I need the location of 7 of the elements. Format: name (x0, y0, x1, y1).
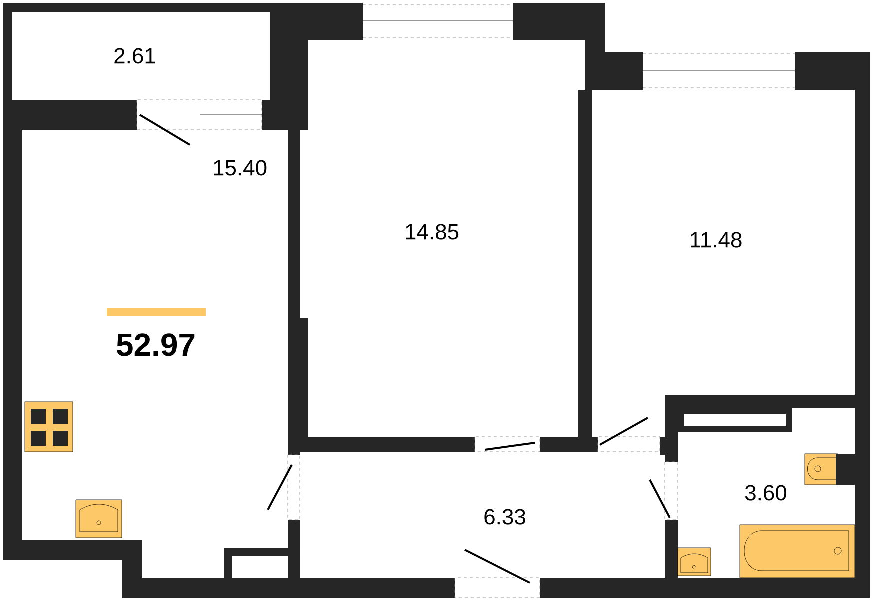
area-label: 3.60 (745, 485, 787, 501)
area-label: 6.33 (484, 509, 526, 525)
area-label: 52.97 (116, 334, 195, 356)
area-label: 2.61 (114, 48, 156, 64)
area-label: 11.48 (690, 232, 742, 248)
area-label: 15.40 (214, 160, 267, 176)
area-label: 14.85 (406, 224, 459, 240)
